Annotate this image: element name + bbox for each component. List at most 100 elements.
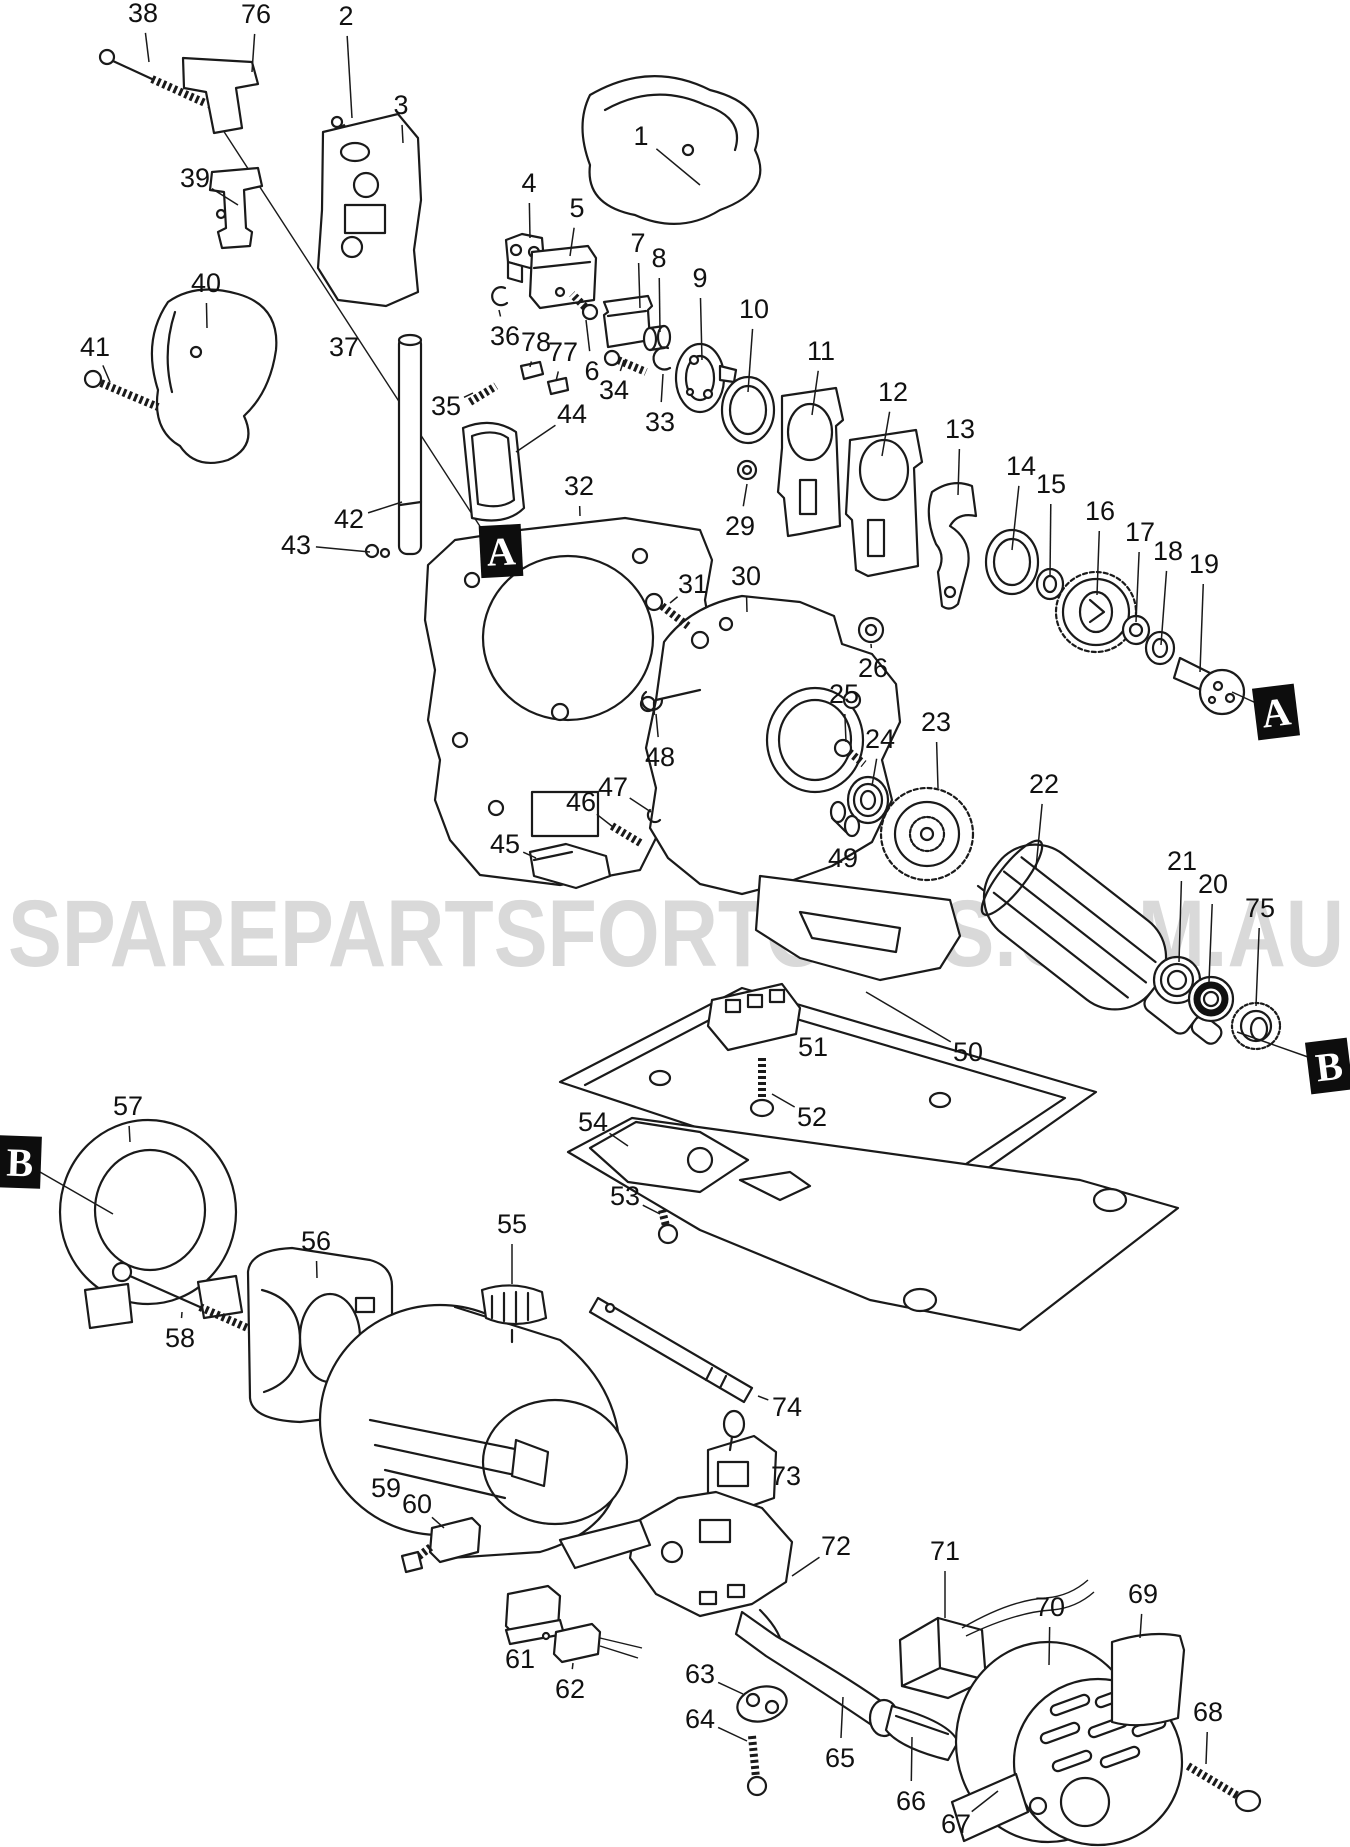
leader-line-33 (660, 373, 664, 403)
bolt-38-shape (98, 48, 207, 107)
part-label-12: 12 (878, 377, 908, 407)
part-label-33: 33 (645, 407, 675, 437)
section-marker-B-3: B (1304, 1037, 1350, 1095)
part-label-42: 42 (334, 504, 364, 534)
leader-line-67 (971, 1790, 999, 1813)
part-label-17: 17 (1125, 517, 1155, 547)
block-5-shape (528, 244, 598, 310)
leader-line-13 (957, 448, 961, 496)
leader-line-45 (522, 851, 537, 859)
part-label-11: 11 (807, 336, 835, 366)
part-label-56: 56 (301, 1226, 331, 1256)
part-label-16: 16 (1085, 496, 1115, 526)
part-label-70: 70 (1035, 1592, 1065, 1622)
leader-line-76 (251, 33, 256, 73)
part-label-73: 73 (771, 1461, 801, 1491)
leader-line-44 (515, 424, 556, 453)
leader-line-39 (211, 188, 239, 206)
part-label-58: 58 (165, 1323, 195, 1353)
sleeve-75-shape (1230, 1001, 1282, 1051)
leader-line-72 (791, 1556, 820, 1577)
leader-line-70 (1048, 1626, 1051, 1666)
part-label-37: 37 (329, 332, 359, 362)
svg-text:B: B (1313, 1043, 1345, 1091)
screw-41-shape (83, 369, 160, 411)
washer-26-shape (857, 616, 885, 644)
washer-18-shape (1144, 630, 1176, 666)
screw-6-shape (569, 291, 599, 321)
part-label-19: 19 (1189, 549, 1219, 579)
part-label-39: 39 (180, 163, 210, 193)
clip-36-shape (491, 286, 509, 307)
leader-line-4 (528, 202, 531, 239)
leader-line-6 (585, 319, 591, 352)
leader-line-31 (669, 596, 679, 604)
part-label-20: 20 (1198, 869, 1228, 899)
part-label-52: 52 (797, 1102, 827, 1132)
leader-line-74 (757, 1395, 769, 1401)
bracket-76-shape (181, 56, 260, 135)
part-label-69: 69 (1128, 1579, 1158, 1609)
part-label-10: 10 (739, 294, 769, 324)
marker-leader-B-2 (39, 1171, 114, 1215)
part-label-32: 32 (564, 471, 594, 501)
leader-line-38 (144, 32, 150, 63)
brush-60-shape (400, 1516, 482, 1574)
part-label-38: 38 (128, 0, 158, 28)
leader-line-17 (1135, 551, 1140, 623)
part-label-6: 6 (584, 356, 599, 386)
section-marker-A-0: A (478, 523, 524, 579)
leader-line-3 (401, 124, 404, 144)
part-label-30: 30 (731, 561, 761, 591)
svg-text:A: A (1259, 688, 1293, 736)
baffle-69-shape (1110, 1632, 1186, 1727)
part-label-25: 25 (829, 679, 859, 709)
leader-line-5 (569, 227, 575, 257)
leader-line-50 (865, 991, 952, 1043)
leader-line-2 (346, 35, 353, 119)
eyeplate-63-shape (736, 1685, 788, 1723)
leader-line-40 (205, 302, 208, 329)
leader-line-9 (699, 297, 703, 361)
ring-10-shape (720, 375, 776, 445)
leader-line-14 (1011, 485, 1020, 551)
part-label-29: 29 (725, 511, 755, 541)
part-label-78: 78 (521, 327, 551, 357)
part-label-61: 61 (505, 1644, 535, 1674)
leader-line-62 (571, 1662, 574, 1670)
holder-51-shape (706, 982, 802, 1052)
ring-14-shape (984, 528, 1040, 596)
insertplate-54-shape (566, 1116, 1180, 1332)
snapring-33-shape (652, 346, 672, 371)
part-label-41: 41 (80, 332, 110, 362)
plate-11-shape (776, 386, 845, 538)
part-label-77: 77 (548, 337, 578, 367)
leader-line-57 (128, 1125, 131, 1143)
leader-line-34 (619, 359, 625, 372)
part-label-46: 46 (566, 787, 596, 817)
tube-66-shape (884, 1704, 960, 1762)
leader-line-78 (529, 361, 533, 368)
leader-line-11 (811, 370, 819, 416)
shaft-19-shape (1172, 656, 1246, 716)
part-label-24: 24 (865, 724, 895, 754)
part-label-45: 45 (490, 829, 520, 859)
part-label-22: 22 (1029, 769, 1059, 799)
bolt-58-shape (111, 1261, 254, 1334)
leader-line-18 (1160, 570, 1168, 646)
part-label-75: 75 (1245, 893, 1275, 923)
washer-29-shape (736, 459, 758, 481)
bushing-17-shape (1121, 614, 1151, 646)
plate-78-shape (519, 360, 545, 381)
leader-line-60 (431, 1516, 445, 1529)
part-label-44: 44 (557, 399, 587, 429)
leader-line-48 (655, 713, 659, 738)
leader-line-10 (747, 328, 754, 393)
part-label-49: 49 (828, 843, 858, 873)
pin-43-shape (364, 543, 391, 559)
subbase-32-shape (423, 516, 714, 887)
part-label-57: 57 (113, 1091, 143, 1121)
part-label-2: 2 (338, 1, 353, 31)
